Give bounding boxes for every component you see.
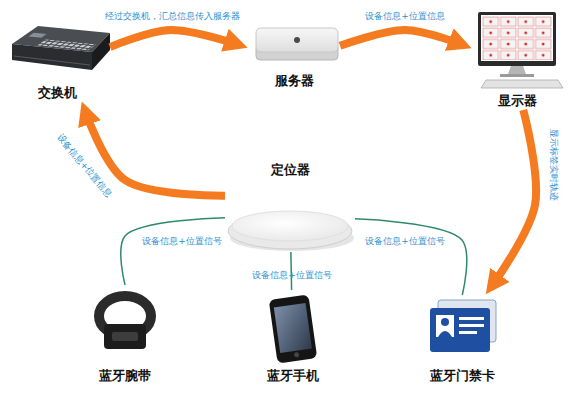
server-icon: [256, 28, 338, 60]
device-node: 定位器: [225, 160, 355, 252]
device-node: 蓝牙门禁卡: [420, 295, 505, 385]
device-node: 蓝牙腕带: [90, 285, 160, 385]
wristband-face: [104, 324, 146, 349]
switch-ports: [38, 40, 97, 51]
edge-label: 显示标签实时轨迹: [548, 129, 559, 201]
switch-edge: [14, 56, 90, 65]
device-node: 交换机: [5, 22, 110, 102]
phone-body: [269, 295, 318, 364]
flow-arrow: [340, 30, 464, 46]
phone-screen: [274, 303, 312, 353]
edge-label: 设备信息+位置信号: [142, 236, 222, 247]
monitor-icon: [478, 12, 563, 88]
server-top: [256, 28, 338, 52]
node-label: 交换机: [0, 85, 130, 101]
card-body: [438, 331, 452, 337]
switch-side: [92, 33, 110, 70]
device-node: 服务器: [248, 24, 340, 90]
node-label: 显示器: [452, 93, 571, 109]
flow-arrow: [490, 110, 536, 288]
card-line: [459, 331, 477, 334]
signal-line: [355, 219, 467, 295]
monitor-bezel: [478, 12, 556, 66]
card-head: [441, 318, 449, 326]
switch-badge: [29, 33, 47, 38]
device-node: 蓝牙手机: [255, 290, 330, 385]
server-logo: [294, 37, 300, 43]
node-label: 定位器: [205, 162, 375, 178]
edge-label: 经过交换机，汇总信息传入服务器: [105, 11, 240, 22]
switch-icon: [12, 26, 110, 70]
phone-button: [294, 352, 300, 358]
card-line: [459, 324, 484, 327]
monitor-grid: [482, 16, 552, 60]
node-label: 蓝牙手机: [235, 368, 350, 384]
card-photo: [436, 315, 454, 337]
card-line: [459, 317, 484, 320]
locator-top: [232, 211, 348, 241]
monitor-stand: [508, 66, 526, 74]
node-label: 蓝牙门禁卡: [400, 368, 525, 384]
edge-label: 设备信息+位置信息: [54, 132, 114, 200]
wristband-icon: [99, 296, 151, 349]
locator-icon: [228, 211, 354, 251]
signal-line: [121, 218, 225, 285]
keyboard: [481, 80, 563, 88]
node-label: 服务器: [228, 73, 360, 89]
flow-arrow: [110, 30, 240, 47]
card-front: [430, 308, 490, 352]
monitor-screen: [481, 15, 553, 61]
card-icon: [430, 300, 496, 352]
device-node: 显示器: [472, 8, 562, 110]
edge-label: 设备信息+位置信息: [365, 11, 445, 22]
monitor-base: [500, 74, 534, 77]
wristband-panel: [112, 332, 138, 341]
edge-label: 设备信息+位置信号: [365, 236, 445, 247]
phone-icon: [269, 295, 318, 364]
edge-label: 设备信息+位置信号: [252, 270, 332, 281]
node-label: 蓝牙腕带: [70, 368, 180, 384]
